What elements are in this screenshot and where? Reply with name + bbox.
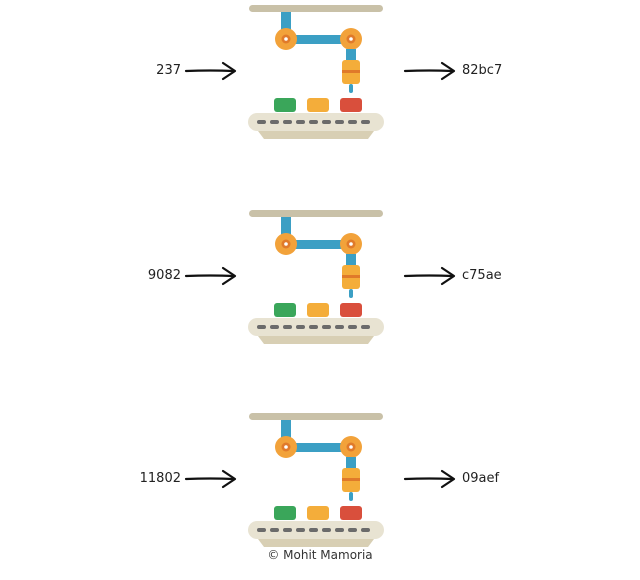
robot-arm-machine-icon [248, 210, 384, 344]
arrow-right-icon [403, 61, 456, 81]
hash-row-2: 9082 [0, 205, 640, 355]
robot-arm-machine-icon [248, 413, 384, 547]
arrow-right-icon [403, 469, 456, 489]
output-hash: 82bc7 [462, 63, 503, 78]
arrow-right-icon [403, 266, 456, 286]
arrow-right-icon [184, 61, 237, 81]
input-value: 11802 [139, 471, 181, 486]
credit-text: © Mohit Mamoria [267, 548, 373, 562]
output-hash: c75ae [462, 268, 502, 283]
input-value: 9082 [147, 268, 181, 283]
robot-arm-machine-icon [248, 5, 384, 139]
input-value: 237 [156, 63, 181, 78]
arrow-right-icon [184, 266, 237, 286]
hash-row-1: 237 [0, 0, 640, 150]
arrow-right-icon [184, 469, 237, 489]
hash-row-3: 11802 [0, 408, 640, 558]
output-hash: 09aef [462, 471, 500, 486]
